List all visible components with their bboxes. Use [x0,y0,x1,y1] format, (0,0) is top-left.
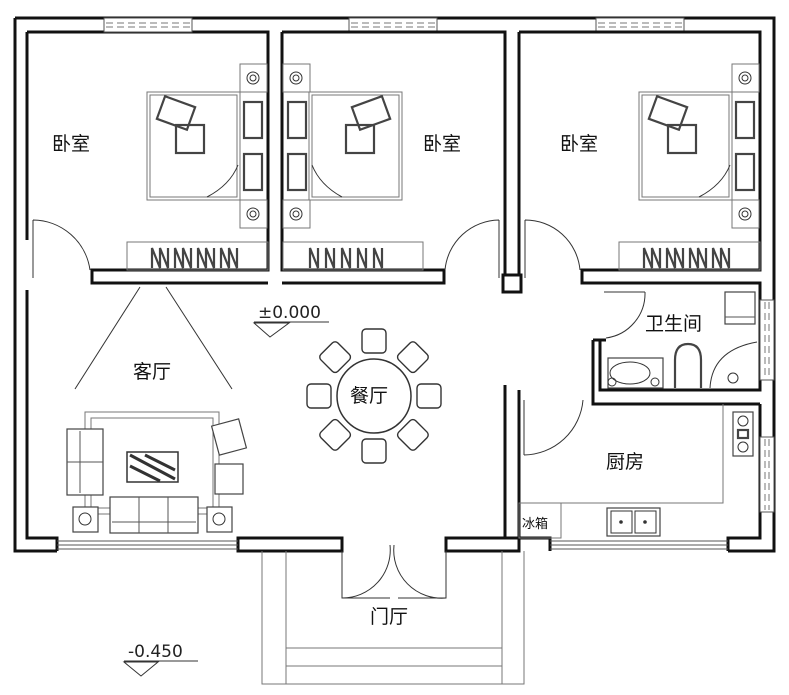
room-label-bedroom-middle: 卧室 [423,133,461,155]
level-marker-floor [252,321,329,338]
room-label-dining-room: 餐厅 [350,385,388,407]
wardrobe-right [618,241,761,271]
room-label-bathroom: 卫生间 [645,313,702,335]
room-label-kitchen: 厨房 [606,451,644,473]
dining-chair [361,328,387,354]
kitchen-fixtures [518,404,754,539]
refrigerator-label: 冰箱 [522,516,548,532]
room-label-bedroom-left: 卧室 [52,133,90,155]
interior-walls [236,30,762,553]
wardrobe-middle [282,241,424,271]
level-marker-outdoor [122,660,198,677]
room-label-entrance-hall: 门厅 [370,606,408,628]
bathroom-fixtures [607,291,758,389]
bottom-windows [57,299,775,550]
dining-chair [319,341,352,374]
dining-chair [361,438,387,464]
bed-right [638,63,760,229]
porch [261,551,525,685]
room-label-living-room: 客厅 [133,361,171,383]
tv-view-lines [74,286,233,390]
top-windows [103,17,685,33]
wardrobe-left [126,241,269,271]
dining-table-top [336,358,412,434]
bed-left [146,63,268,229]
living-room-furniture [66,411,248,534]
outdoor-level-label: -0.450 [128,642,183,662]
dining-chair [319,418,352,451]
doors [32,219,646,599]
dining-chair [416,383,442,409]
bed-middle [282,63,403,229]
dining-table [306,328,442,464]
room-label-bedroom-right: 卧室 [560,133,598,155]
floor-level-label: ±0.000 [258,303,321,323]
dining-chair [396,341,429,374]
dining-chair [306,383,332,409]
dining-chair [396,418,429,451]
